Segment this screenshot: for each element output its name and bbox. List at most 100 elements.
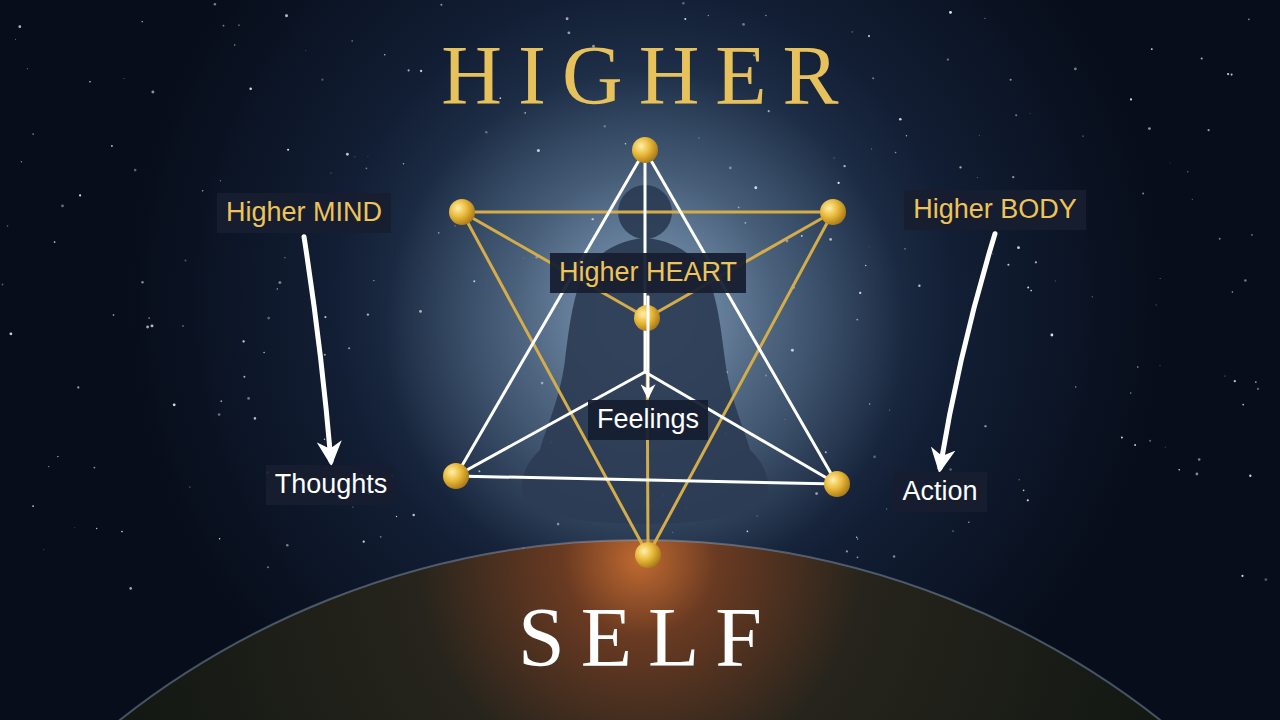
star [1023,489,1025,491]
star [684,18,686,20]
star [1232,291,1234,293]
gold-dot [824,471,850,497]
star [1242,404,1244,406]
star [234,44,235,45]
star [247,397,250,400]
star [267,317,270,320]
star [984,18,985,19]
star [1231,74,1233,76]
label-box: Higher HEART [550,253,746,292]
star [1191,198,1193,200]
star [1219,238,1221,240]
star [566,17,569,20]
flow-arrow [304,237,331,462]
star [420,70,422,72]
star [1156,304,1157,305]
star [952,530,954,532]
star [1255,381,1257,383]
star [202,190,204,192]
star [352,507,353,508]
star [1054,280,1056,282]
star [1241,575,1243,577]
star [1148,127,1151,130]
star [1030,290,1032,292]
star [1074,67,1077,70]
white-triangle [456,150,837,484]
star [96,528,97,529]
star [440,4,442,6]
star [142,21,143,22]
star [868,35,870,37]
star [286,544,289,547]
star [959,166,961,168]
star [1012,176,1014,178]
star [968,521,970,523]
star [1234,380,1236,382]
star [1134,444,1136,446]
star [366,167,368,169]
star [1257,388,1259,390]
label-box: Thoughts [266,465,397,504]
star [949,11,952,14]
star [21,161,22,162]
star [893,555,895,557]
star [223,25,225,27]
label-text: Higher MIND [226,196,382,228]
label-text: Thoughts [275,468,388,500]
earth-globe [0,540,1280,720]
star [1142,193,1144,195]
star [278,281,281,284]
star [146,326,149,329]
star [219,538,220,539]
star [277,288,278,289]
star [324,354,326,356]
gold-dots [443,137,850,568]
star [1035,261,1037,263]
star [123,78,124,79]
star [214,3,216,5]
label-box: Higher BODY [904,190,1086,229]
star [352,40,353,41]
star [182,325,184,327]
star [1017,246,1020,249]
star [856,536,857,537]
star [54,241,56,243]
star [267,566,269,568]
star [872,77,874,79]
star [1027,287,1029,289]
flow-arrow [647,297,650,397]
star [32,505,34,507]
star [1130,98,1132,100]
star [765,15,767,17]
star [1015,114,1017,116]
star [263,352,265,354]
star [949,468,952,471]
flow-arrow [940,234,995,469]
star [384,54,386,56]
star [412,514,415,517]
star [1159,365,1161,367]
star [151,91,154,94]
star [185,260,187,262]
star [18,25,21,28]
star [857,556,859,558]
star [330,172,331,173]
star [904,248,905,249]
gold-dot [449,199,475,225]
star [43,549,45,551]
star [285,14,288,17]
star [220,180,221,181]
star [305,50,307,52]
star [373,280,374,281]
label-text: Feelings [597,403,699,435]
star [346,153,349,156]
star [173,403,176,406]
star [121,531,123,533]
star [1198,458,1201,461]
star [1164,446,1166,448]
star [1208,129,1210,131]
star [1248,18,1250,20]
star [708,15,710,17]
